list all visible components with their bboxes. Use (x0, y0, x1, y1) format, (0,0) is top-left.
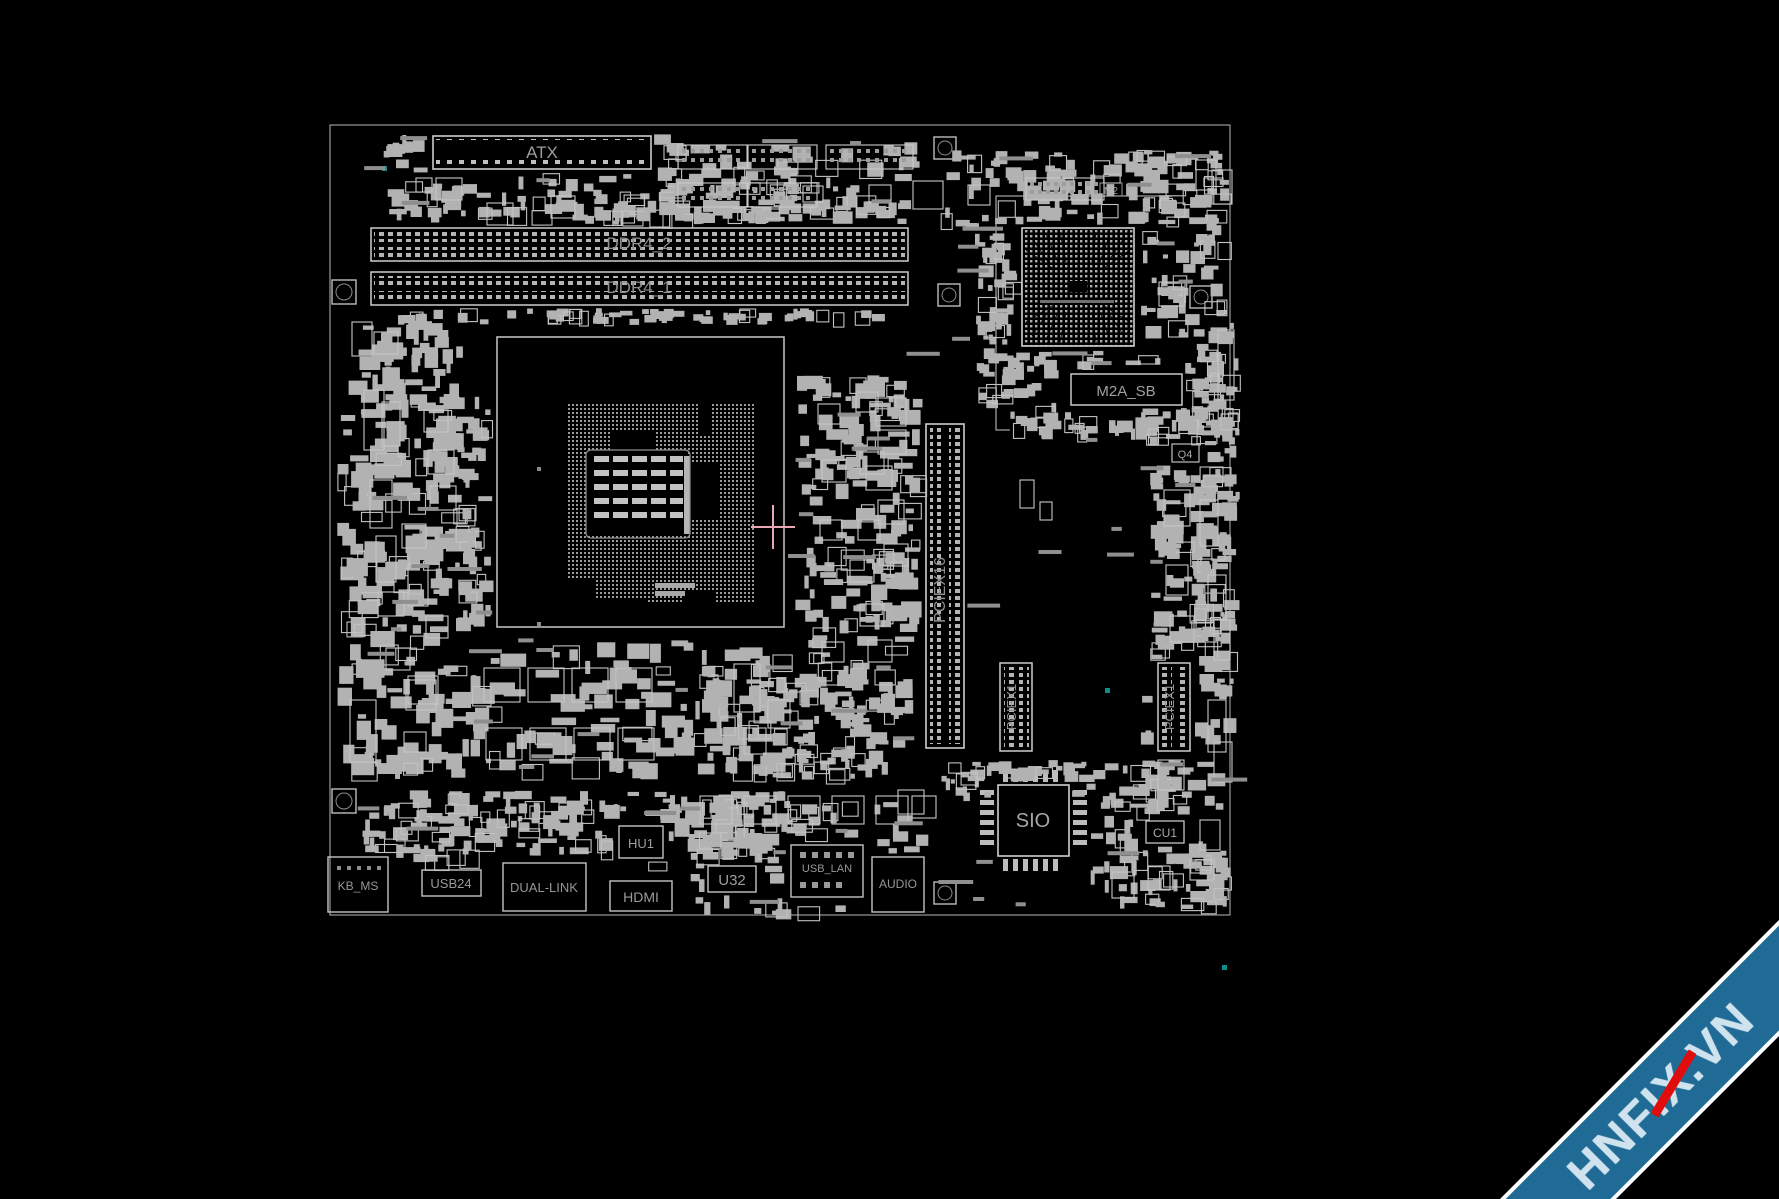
chipset-bga[interactable] (995, 195, 1172, 431)
mounting-hole-rings (335, 140, 1209, 901)
connector-pciex1-a[interactable]: PCIEX1 (999, 662, 1033, 752)
label-cu1: CU1 (1153, 826, 1177, 840)
label-kb-ms: KB_MS (338, 879, 379, 893)
label-hu1: HU1 (628, 836, 654, 851)
crosshair-cursor (751, 505, 795, 549)
connector-usb24[interactable]: USB24 (421, 869, 482, 897)
label-pciex1-a: PCIEX1 (1004, 684, 1019, 730)
component-cu1[interactable]: CU1 (1145, 820, 1185, 844)
label-sio: SIO (1016, 810, 1050, 832)
label-pciex16: PCIEX16 (932, 557, 949, 623)
label-usb-lan: USB_LAN (802, 863, 852, 875)
connector-pciex1-b[interactable]: PCIEX1 (1157, 662, 1191, 752)
cpu-socket[interactable] (496, 336, 785, 628)
silkscreen-footprints (337, 134, 1248, 922)
connector-hdmi[interactable]: HDMI (609, 880, 673, 912)
connector-ddr4-1[interactable]: DDR4_1 (370, 271, 909, 306)
component-u32[interactable]: U32 (707, 865, 757, 893)
connector-atx[interactable]: ATX (432, 135, 652, 170)
label-usb24: USB24 (430, 876, 471, 891)
connector-ddr4-2[interactable]: DDR4_2 (370, 227, 909, 262)
label-ddr4-1: DDR4_1 (606, 278, 671, 297)
connector-dual-link[interactable]: DUAL-LINK (502, 862, 587, 912)
label-m2a-sb: M2A_SB (1096, 383, 1155, 400)
label-audio: AUDIO (879, 877, 917, 891)
connector-m2a-sb[interactable]: M2A_SB (1070, 373, 1183, 406)
label-pciex1-b: PCIEX1 (1162, 684, 1177, 730)
label-ddr4-2: DDR4_2 (606, 234, 671, 253)
label-hdmi: HDMI (623, 889, 659, 905)
socket-center-caps (594, 456, 690, 534)
connector-usb-lan[interactable]: USB_LAN (790, 844, 864, 898)
component-q4[interactable]: Q4 (1171, 443, 1200, 463)
label-atx: ATX (526, 143, 558, 162)
connector-audio[interactable]: AUDIO (871, 856, 925, 913)
connector-kb-ms[interactable]: KB_MS (327, 856, 389, 913)
component-hu1[interactable]: HU1 (618, 825, 664, 859)
label-q4: Q4 (1178, 449, 1193, 461)
label-dual-link: DUAL-LINK (510, 880, 578, 895)
label-u32: U32 (718, 872, 746, 889)
connector-pciex16[interactable]: PCIEX16 (925, 423, 965, 749)
